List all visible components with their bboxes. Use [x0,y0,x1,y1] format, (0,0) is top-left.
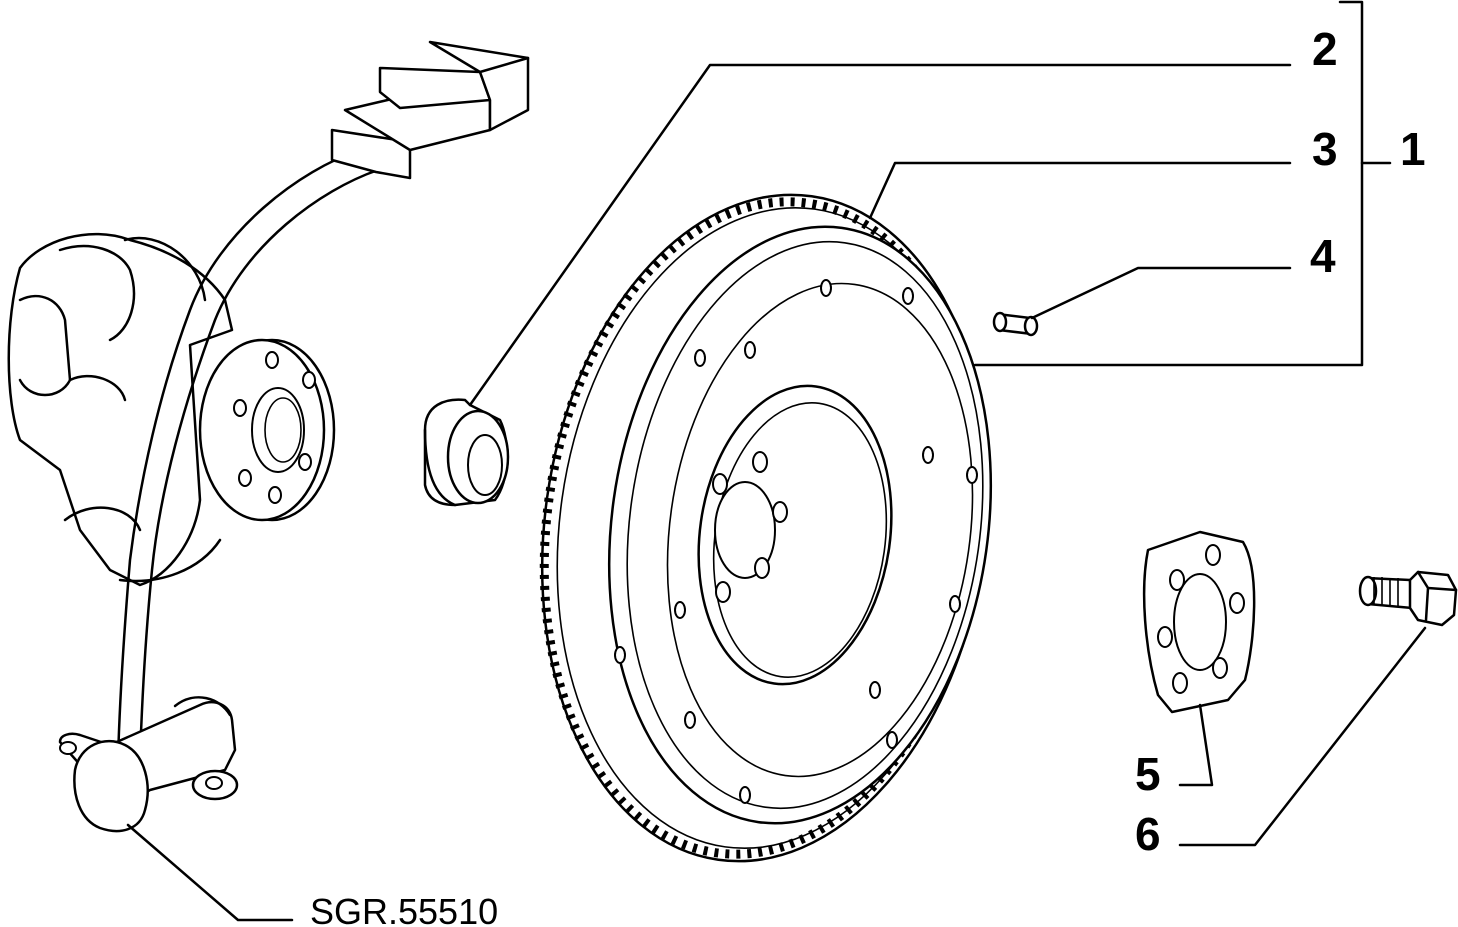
crankshaft-sensor-icon [7,40,530,833]
leader-lines [126,0,1427,922]
bolt-icon [1358,570,1458,627]
leader-line-2 [468,63,1292,407]
callout-6: 6 [1135,808,1161,860]
leader-line-1-bracket [973,0,1364,367]
callout-1: 1 [1400,123,1426,175]
leader-line-6 [1178,626,1427,847]
callout-5: 5 [1135,748,1161,800]
flywheel-icon [539,193,993,863]
dowel-pin-icon [992,311,1039,337]
callout-3: 3 [1312,123,1338,175]
bushing-icon [423,398,510,507]
leader-line-4 [1030,266,1292,320]
leader-line-sgr [126,823,294,922]
washer-plate-icon [1142,530,1256,714]
callout-4: 4 [1310,230,1336,282]
leader-line-5 [1178,703,1214,787]
callout-2: 2 [1312,23,1338,75]
leader-line-3 [868,161,1292,220]
reference-code: SGR.55510 [310,891,498,927]
